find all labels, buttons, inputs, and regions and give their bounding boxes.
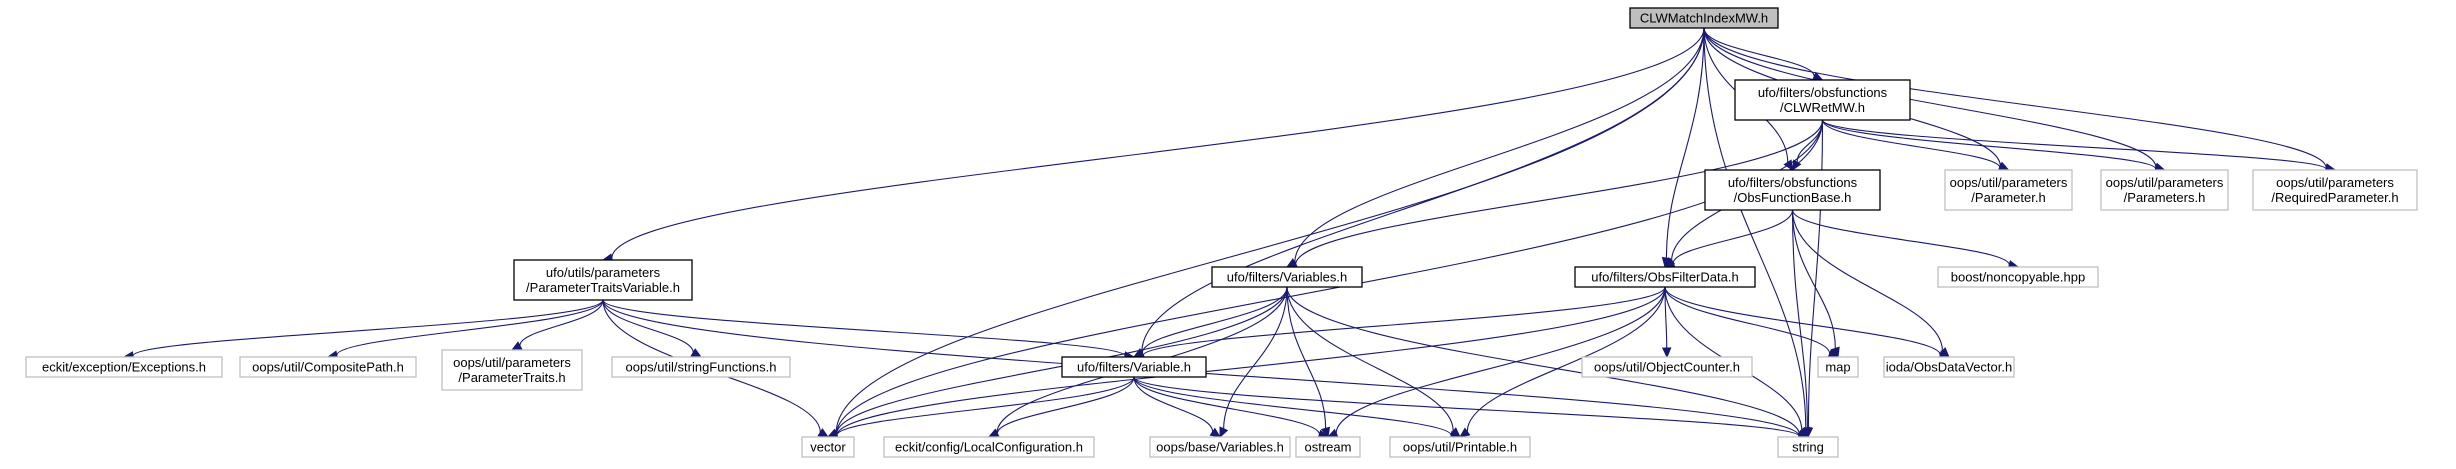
- node-clwretmw[interactable]: ufo/filters/obsfunctions/CLWRetMW.h: [1734, 79, 1911, 121]
- node-printable: oops/util/Printable.h: [1389, 436, 1531, 458]
- node-string: string: [1777, 436, 1839, 458]
- edge-root-to-vector: [826, 27, 1705, 438]
- edge-root-to-ptv: [601, 27, 1705, 263]
- node-label: oops/util/stringFunctions.h: [625, 360, 776, 375]
- node-paramtraits: oops/util/parameters/ParameterTraits.h: [441, 349, 583, 391]
- node-map: map: [1817, 356, 1859, 378]
- edge-clwretmw-to-string: [1803, 119, 1824, 439]
- node-label: ufo/utils/parameters: [546, 265, 661, 280]
- edge-obsfuncbase-to-noncopyable: [1791, 209, 2020, 270]
- node-label: /ParameterTraitsVariable.h: [526, 280, 680, 295]
- edge-variable-to-localconfig: [987, 376, 1135, 438]
- node-label: eckit/config/LocalConfiguration.h: [895, 440, 1083, 455]
- node-label: /CLWRetMW.h: [1780, 100, 1865, 115]
- node-ostream: ostream: [1295, 436, 1361, 458]
- node-variables[interactable]: ufo/filters/Variables.h: [1211, 266, 1363, 288]
- node-label: eckit/exception/Exceptions.h: [42, 360, 206, 375]
- node-label: oops/util/ObjectCounter.h: [1594, 360, 1740, 375]
- node-label: ufo/filters/Variable.h: [1077, 360, 1191, 375]
- node-reqparam: oops/util/parameters/RequiredParameter.h: [2252, 169, 2418, 211]
- node-layer: CLWMatchIndexMW.h ufo/filters/obsfunction…: [25, 7, 2418, 458]
- edge-clwretmw-to-obsfuncbase: [1791, 119, 1824, 172]
- node-label: oops/util/CompositePath.h: [252, 360, 404, 375]
- edge-clwretmw-to-reqparam: [1821, 119, 2337, 174]
- edge-obsfilterdata-to-vector: [826, 286, 1666, 441]
- node-label: oops/util/parameters: [2106, 175, 2224, 190]
- node-parameter: oops/util/parameters/Parameter.h: [1944, 169, 2073, 211]
- edge-obsfuncbase-to-obsfilterdata: [1663, 209, 1794, 268]
- node-vector: vector: [801, 436, 855, 458]
- node-label: /RequiredParameter.h: [2271, 190, 2398, 205]
- node-variable[interactable]: ufo/filters/Variable.h: [1061, 356, 1207, 378]
- node-label: vector: [810, 440, 846, 455]
- node-root[interactable]: CLWMatchIndexMW.h: [1629, 7, 1779, 29]
- node-label: /Parameter.h: [1971, 190, 2045, 205]
- node-ptv[interactable]: ufo/utils/parameters/ParameterTraitsVari…: [513, 259, 693, 301]
- node-exceptions: eckit/exception/Exceptions.h: [25, 356, 223, 378]
- edge-obsfilterdata-to-ostream: [1326, 286, 1666, 438]
- edge-variables-to-basevariables: [1219, 286, 1288, 439]
- edge-root-to-variables: [1285, 27, 1705, 268]
- node-label: map: [1825, 360, 1850, 375]
- edge-variable-to-string: [1133, 376, 1810, 441]
- node-label: oops/util/parameters: [453, 355, 571, 370]
- node-basevariables: oops/base/Variables.h: [1149, 436, 1291, 458]
- edge-variable-to-basevariables: [1133, 376, 1222, 438]
- node-compositepath: oops/util/CompositePath.h: [239, 356, 417, 378]
- node-label: string: [1792, 440, 1824, 455]
- node-parameters: oops/util/parameters/Parameters.h: [2100, 169, 2229, 211]
- node-label: CLWMatchIndexMW.h: [1640, 11, 1768, 26]
- node-label: ufo/filters/obsfunctions: [1758, 85, 1888, 100]
- node-label: oops/base/Variables.h: [1156, 440, 1284, 455]
- node-label: oops/util/Printable.h: [1403, 440, 1517, 455]
- node-label: ufo/filters/obsfunctions: [1728, 175, 1858, 190]
- node-label: /ParameterTraits.h: [458, 370, 565, 385]
- edge-root-to-obsfilterdata: [1661, 27, 1705, 269]
- edge-obsfilterdata-to-map: [1664, 286, 1840, 358]
- node-label: /ObsFunctionBase.h: [1734, 190, 1852, 205]
- edge-variables-to-printable: [1286, 286, 1461, 438]
- node-label: boost/noncopyable.hpp: [1951, 270, 2085, 285]
- node-label: ioda/ObsDataVector.h: [1886, 360, 2012, 375]
- node-label: ufo/filters/ObsFilterData.h: [1591, 270, 1738, 285]
- edge-obsfilterdata-to-objectcounter: [1661, 286, 1672, 359]
- edge-obsfilterdata-to-printable: [1459, 286, 1666, 438]
- edge-ptv-to-variable: [602, 299, 1136, 361]
- node-objectcounter: oops/util/ObjectCounter.h: [1581, 356, 1753, 378]
- node-obsfuncbase[interactable]: ufo/filters/obsfunctions/ObsFunctionBase…: [1704, 169, 1881, 211]
- node-localconfig: eckit/config/LocalConfiguration.h: [883, 436, 1095, 458]
- edge-clwretmw-to-parameters: [1821, 119, 2166, 174]
- node-label: ostream: [1305, 440, 1352, 455]
- node-stringfunctions: oops/util/stringFunctions.h: [611, 356, 791, 378]
- edge-layer: [122, 27, 2337, 441]
- node-label: oops/util/parameters: [2276, 175, 2394, 190]
- edge-ptv-to-stringfunctions: [602, 299, 703, 358]
- node-obsdatavector: ioda/ObsDataVector.h: [1883, 356, 2015, 378]
- node-label: /Parameters.h: [2124, 190, 2206, 205]
- node-obsfilterdata[interactable]: ufo/filters/ObsFilterData.h: [1574, 266, 1756, 288]
- node-label: oops/util/parameters: [1950, 175, 2068, 190]
- node-noncopyable: boost/noncopyable.hpp: [1937, 266, 2099, 288]
- node-label: ufo/filters/Variables.h: [1227, 270, 1347, 285]
